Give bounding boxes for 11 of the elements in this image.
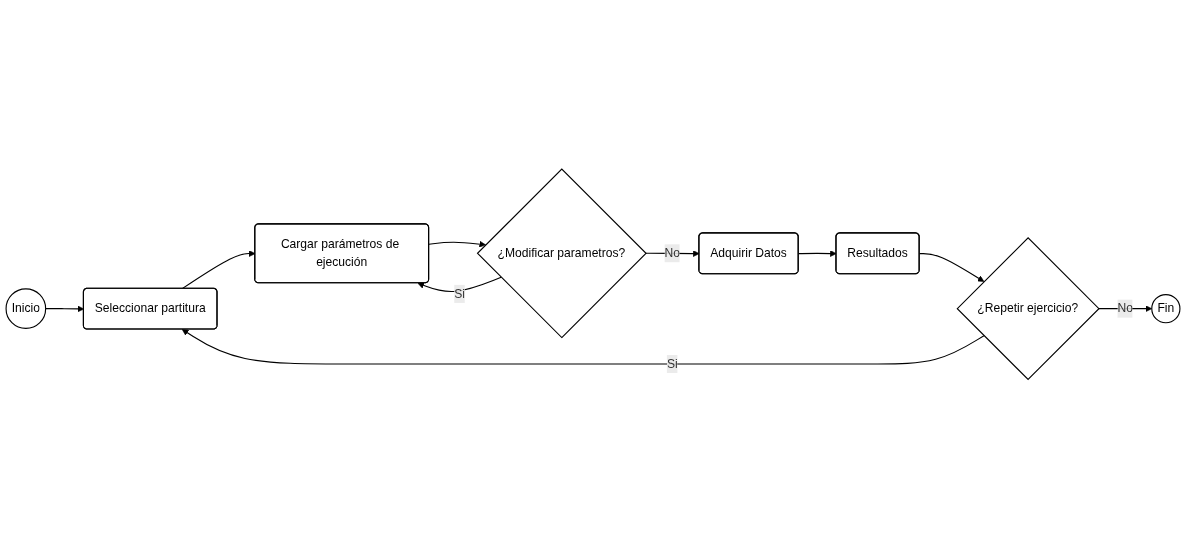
edge-label: Si bbox=[454, 287, 465, 301]
edge-label: No bbox=[664, 246, 681, 260]
edge-label: No bbox=[1117, 302, 1133, 315]
node-circle: Fin bbox=[1151, 294, 1181, 324]
node-diamond: ¿Modificar parametros? bbox=[476, 168, 647, 339]
arrow bbox=[181, 329, 985, 365]
arrow bbox=[417, 277, 502, 293]
node-circle: Inicio bbox=[5, 288, 47, 330]
node-diamond: ¿Repetir ejercicio? bbox=[956, 237, 1100, 381]
edge-label: Si bbox=[666, 357, 678, 371]
arrow bbox=[428, 241, 486, 248]
